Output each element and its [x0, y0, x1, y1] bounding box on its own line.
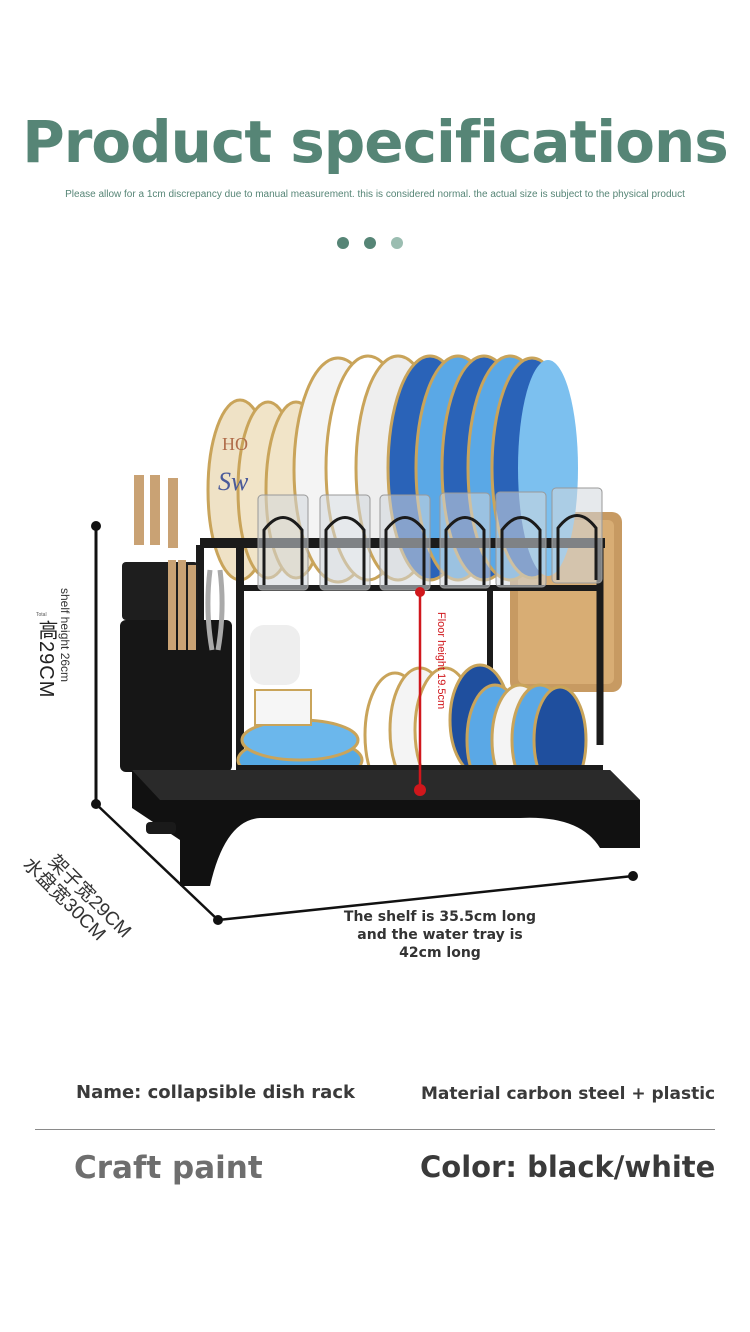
spec-color: Color: black/white	[420, 1150, 716, 1184]
length-label: The shelf is 35.5cm long and the water t…	[343, 909, 537, 961]
total-height-label: 高29CM	[35, 620, 57, 699]
measurement-disclaimer: Please allow for a 1cm discrepancy due t…	[65, 189, 685, 200]
dish-rack-product-image: HO Sw	[91, 354, 640, 925]
dot-2	[364, 237, 376, 249]
total-label: Total	[36, 612, 47, 618]
decorative-dots	[337, 237, 403, 249]
page-title: Product specifications	[22, 108, 729, 176]
dot-1	[337, 237, 349, 249]
shelf-height-label: shelf height 26cm	[58, 588, 72, 683]
svg-text:HO: HO	[222, 434, 248, 454]
spec-divider	[35, 1129, 715, 1130]
dot-3	[391, 237, 403, 249]
floor-height-label: Floor height 19.5cm	[435, 612, 447, 710]
svg-text:Sw: Sw	[218, 467, 249, 496]
spec-product-name: Name: collapsible dish rack	[76, 1082, 355, 1103]
spec-craft: Craft paint	[74, 1150, 263, 1186]
spec-material: Material carbon steel + plastic	[421, 1084, 716, 1104]
